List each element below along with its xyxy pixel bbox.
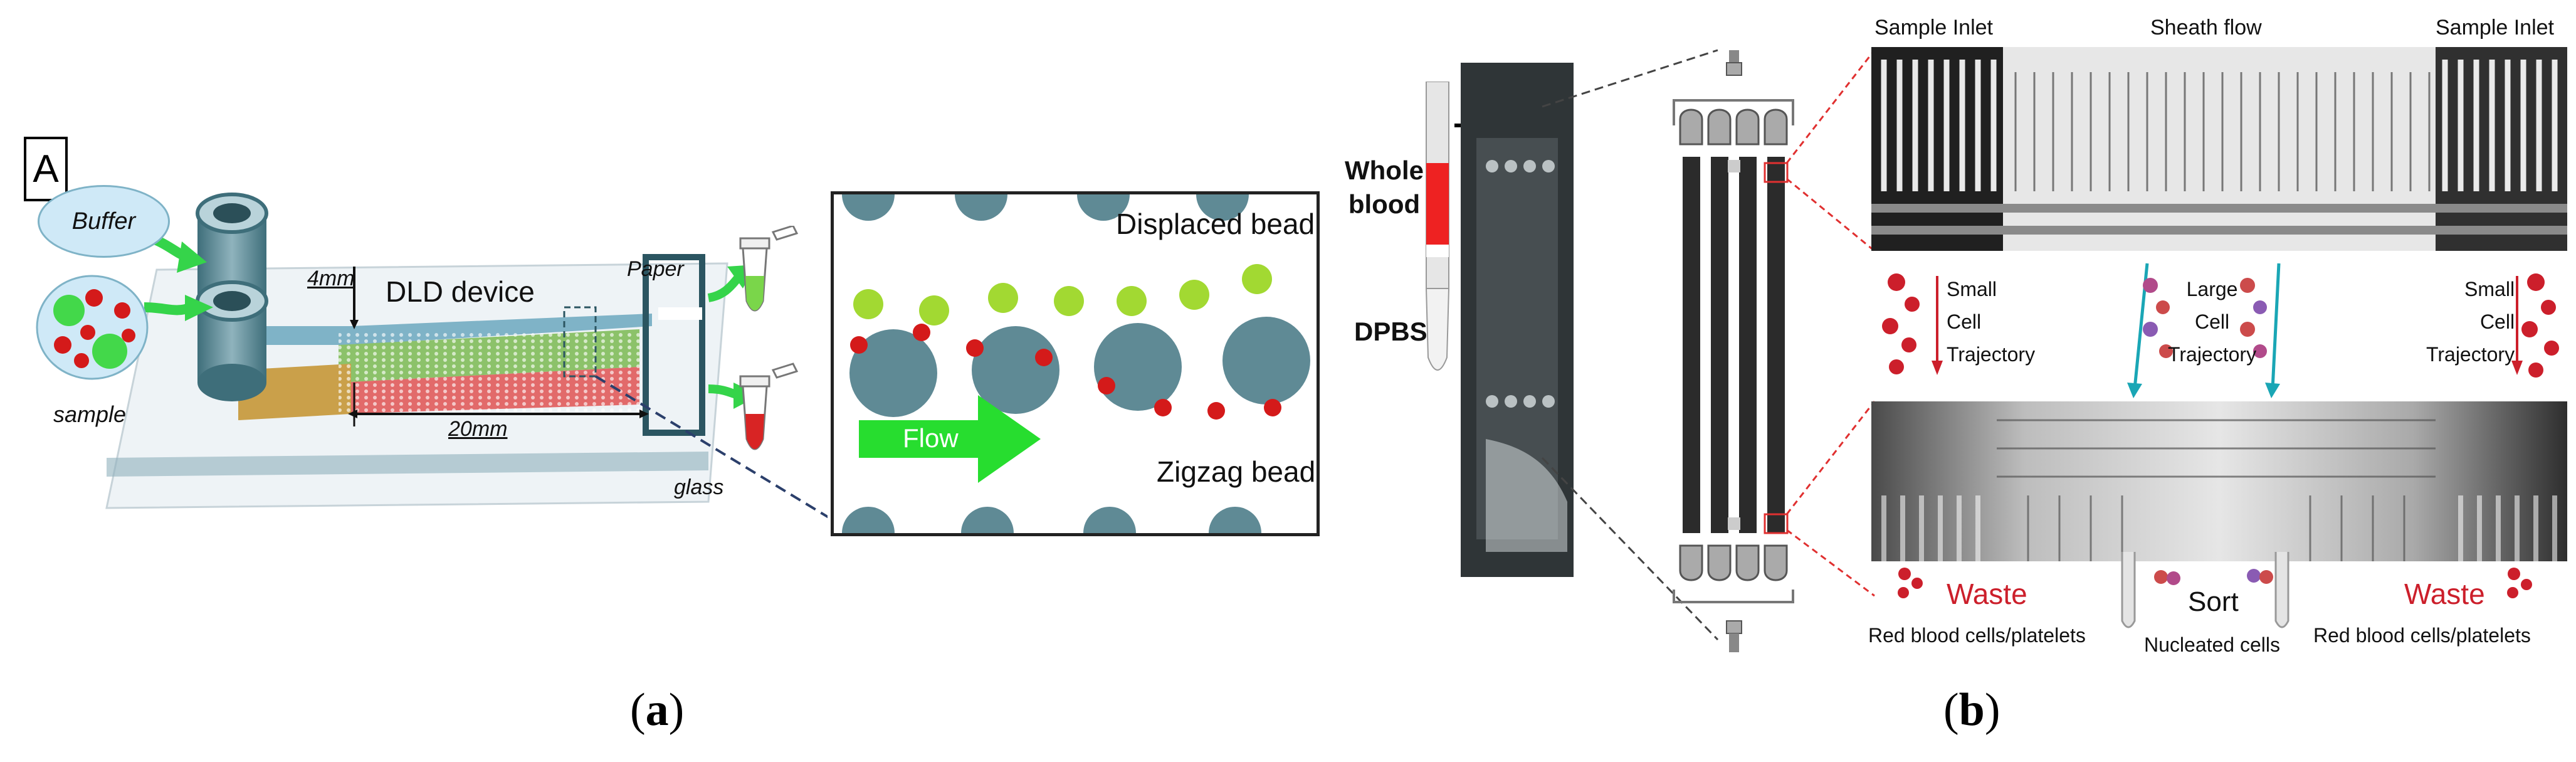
bead-zoom-inset: Displaced bead Zigzag bead Flow [831,191,1320,536]
small-cell-trajectory-left: Small Cell Trajectory [1947,278,2036,366]
buffer-label: Buffer [71,208,136,235]
whole-blood-label: Whole blood [1345,156,1424,219]
caption-b-letter: b [1958,684,1985,736]
glass-label: glass [674,475,724,499]
collection-tubes [739,226,799,450]
device-photo [1461,63,1574,577]
dpbs-label: DPBS [1354,317,1427,346]
micrograph-top [1871,47,2567,251]
large-cell-trajectory: Large Cell Trajectory [2168,278,2257,366]
dld-device-schematic [105,193,828,519]
buffer-bubble: Buffer [38,185,170,258]
small-cell-trajectory-right: Small Cell Trajectory [2426,278,2515,366]
zigzag-bead-label: Zigzag bead [1157,455,1316,488]
rbc-cluster-right [2507,568,2532,598]
sample-inlet-left-label: Sample Inlet [1874,16,1993,40]
sample-inlet-right-label: Sample Inlet [2436,16,2554,40]
caption-a: (a) [630,684,685,736]
pillar-array [842,194,1310,533]
dimension-20mm-label: 20mm [448,417,508,441]
waste-left-label: Waste [1947,578,2027,610]
micrograph-bottom [1871,401,2567,561]
panel-letter-box: A [24,137,68,201]
chip-schematic [1673,50,1794,652]
displaced-bead-label: Displaced bead [1116,208,1315,240]
panel-letter: A [33,147,59,191]
rbc-cluster-left [1898,568,1923,598]
waste-right-sub: Red blood cells/platelets [2313,624,2531,647]
sample-label: sample [53,401,127,427]
sort-outlet-channels [2121,552,2289,628]
red-zoom-lines [1785,50,1876,597]
sample-bubble [36,275,149,380]
waste-right-label: Waste [2404,578,2485,610]
sort-sub: Nucleated cells [2144,633,2280,656]
trajectory-band [1882,263,2559,398]
flow-label: Flow [903,423,959,453]
sort-label: Sort [2188,586,2239,617]
sheath-flow-label: Sheath flow [2150,16,2262,40]
waste-left-sub: Red blood cells/platelets [1868,624,2086,647]
caption-a-letter: a [645,684,669,736]
zoom-lines [1541,49,1719,641]
paper-label: Paper [627,257,684,281]
dimension-4mm-label: 4mm [307,267,355,290]
dld-device-label: DLD device [386,275,535,308]
blood-tubes [1425,82,1450,371]
caption-b: (b) [1943,684,2000,736]
